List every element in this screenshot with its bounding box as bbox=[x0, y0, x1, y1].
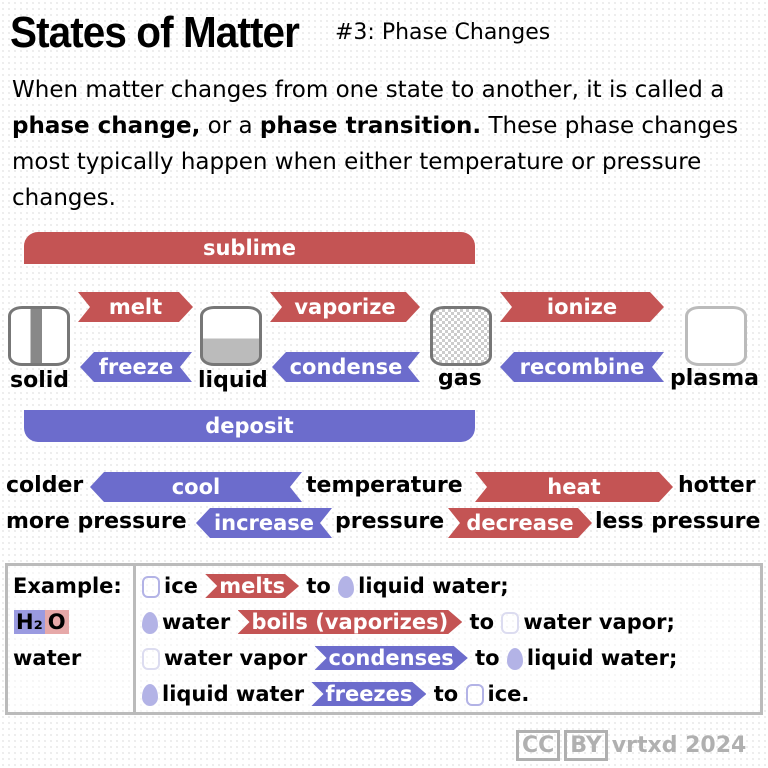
intro-paragraph: When matter changes from one state to an… bbox=[12, 72, 762, 216]
to-text: to bbox=[469, 610, 495, 634]
temperature-label: temperature bbox=[306, 473, 463, 498]
liquid-container-icon bbox=[200, 306, 262, 366]
heat-label: heat bbox=[547, 475, 601, 499]
cc-badge: CC bbox=[516, 730, 561, 761]
water-drop-icon bbox=[142, 612, 158, 634]
freeze-label: freeze bbox=[98, 355, 174, 379]
example-line-3: water vapor condenses to liquid water; bbox=[142, 640, 677, 676]
water-vapor-text: water vapor; bbox=[523, 610, 675, 634]
ice-text: ice bbox=[164, 574, 198, 598]
boils-tag: boils (vaporizes) bbox=[238, 610, 463, 634]
intro-text: or a bbox=[200, 113, 260, 139]
decrease-arrow: decrease bbox=[448, 508, 592, 538]
increase-arrow: increase bbox=[196, 508, 332, 538]
term-phase-transition: phase transition. bbox=[259, 113, 482, 139]
liquid-water-text: liquid water; bbox=[526, 646, 678, 670]
solid-container-icon bbox=[8, 306, 70, 366]
hotter-label: hotter bbox=[678, 473, 756, 498]
melt-label: melt bbox=[108, 295, 163, 319]
water-vapor-text: water vapor bbox=[164, 646, 308, 670]
formula-h2: H₂ bbox=[14, 610, 45, 634]
condense-label: condense bbox=[289, 355, 403, 379]
pressure-label: pressure bbox=[335, 509, 445, 534]
term-phase-change: phase change, bbox=[12, 113, 201, 139]
heat-arrow: heat bbox=[475, 472, 673, 502]
deposit-label: deposit bbox=[205, 414, 294, 438]
license-footer: CC BY vrtxd 2024 bbox=[516, 730, 746, 761]
melt-arrow: melt bbox=[78, 292, 193, 322]
formula-o: O bbox=[44, 610, 69, 634]
ionize-label: ionize bbox=[546, 295, 618, 319]
intro-text: When matter changes from one state to an… bbox=[12, 77, 725, 103]
divider bbox=[133, 566, 136, 712]
decrease-label: decrease bbox=[466, 511, 574, 535]
recombine-label: recombine bbox=[519, 355, 645, 379]
by-badge: BY bbox=[564, 730, 608, 761]
recombine-arrow: recombine bbox=[500, 352, 664, 382]
ionize-arrow: ionize bbox=[500, 292, 664, 322]
solid-label: solid bbox=[10, 368, 70, 393]
example-line-4: liquid water freezes to ice. bbox=[142, 676, 529, 712]
liquid-water-text: liquid water bbox=[162, 682, 305, 706]
page-title: States of Matter bbox=[10, 8, 300, 57]
cool-label: cool bbox=[171, 475, 221, 499]
to-text: to bbox=[306, 574, 331, 598]
to-text: to bbox=[433, 682, 459, 706]
vapor-icon bbox=[142, 648, 160, 670]
condenses-tag: condenses bbox=[315, 646, 468, 670]
deposit-arrow: deposit bbox=[24, 410, 475, 442]
colder-label: colder bbox=[6, 473, 84, 498]
water-drop-icon bbox=[338, 576, 355, 598]
liquid-water-text: liquid water; bbox=[358, 574, 509, 598]
plasma-container-icon bbox=[685, 306, 747, 366]
freeze-arrow: freeze bbox=[80, 352, 192, 382]
vaporize-arrow: vaporize bbox=[270, 292, 420, 322]
intro-text: These phase changes most typically happe… bbox=[12, 113, 739, 211]
vaporize-label: vaporize bbox=[294, 295, 396, 319]
ice-icon bbox=[142, 576, 160, 598]
less-pressure-label: less pressure bbox=[595, 509, 761, 534]
condense-arrow: condense bbox=[272, 352, 420, 382]
melts-tag: melts bbox=[205, 574, 299, 598]
liquid-label: liquid bbox=[198, 368, 268, 393]
sublime-arrow: sublime bbox=[24, 232, 475, 264]
ice-icon bbox=[465, 684, 484, 706]
freezes-tag: freezes bbox=[311, 682, 426, 706]
increase-label: increase bbox=[213, 511, 315, 535]
gas-label: gas bbox=[438, 366, 482, 391]
plasma-label: plasma bbox=[670, 366, 759, 391]
to-text: to bbox=[475, 646, 500, 670]
cool-arrow: cool bbox=[90, 472, 302, 502]
vapor-icon bbox=[501, 612, 520, 634]
example-line-1: ice melts to liquid water; bbox=[142, 568, 509, 604]
substance-label: water bbox=[13, 646, 82, 670]
gas-container-icon bbox=[430, 306, 492, 366]
water-drop-icon bbox=[506, 648, 523, 670]
ice-text: ice. bbox=[487, 682, 530, 706]
water-drop-icon bbox=[142, 684, 158, 706]
author-credit: vrtxd 2024 bbox=[611, 733, 747, 758]
example-line-2: water boils (vaporizes) to water vapor; bbox=[142, 604, 675, 640]
water-text: water bbox=[162, 610, 231, 634]
example-label: Example: bbox=[13, 574, 122, 598]
more-pressure-label: more pressure bbox=[6, 509, 187, 534]
sublime-label: sublime bbox=[202, 236, 296, 260]
page-subtitle: #3: Phase Changes bbox=[335, 20, 551, 45]
